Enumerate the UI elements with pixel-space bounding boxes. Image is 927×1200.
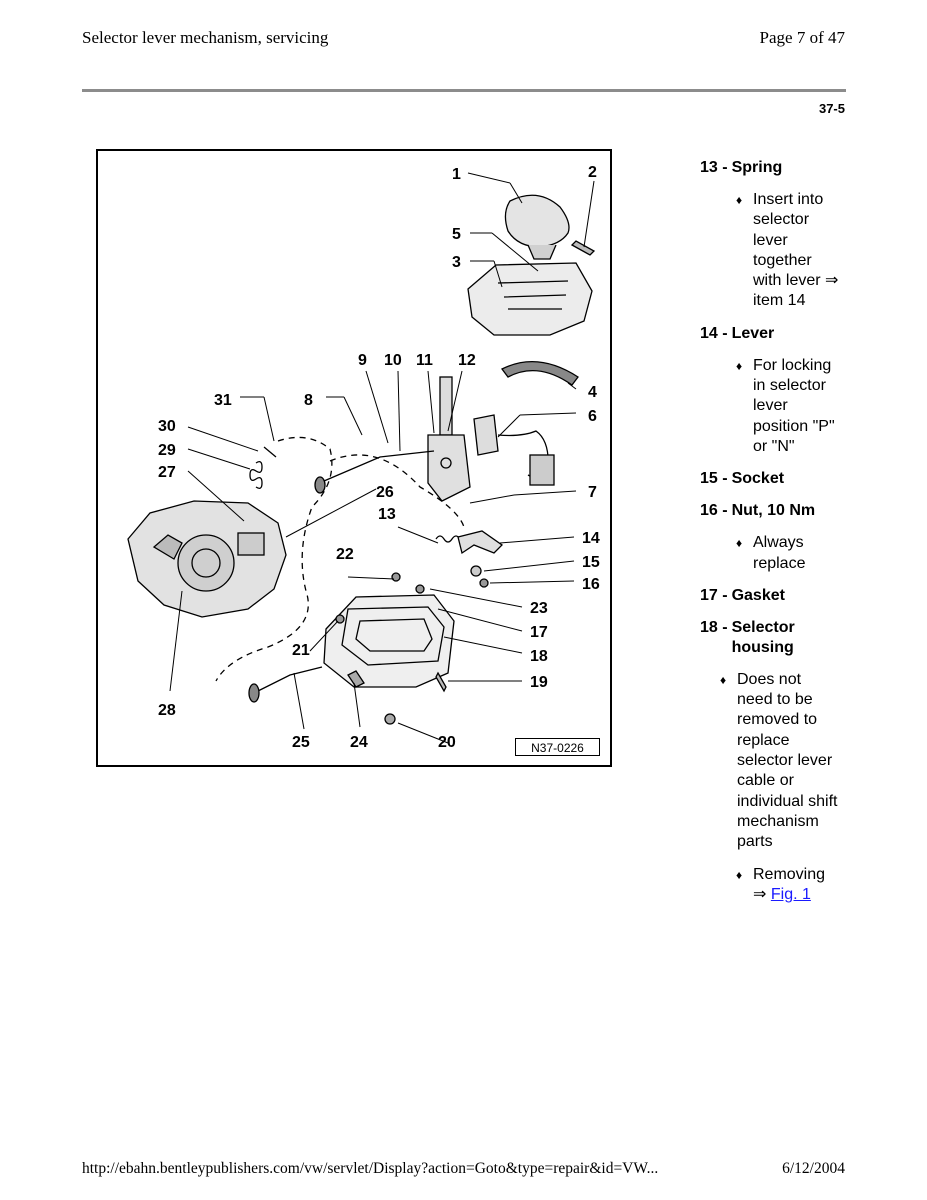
callout-14: 14 <box>582 530 600 547</box>
nut-drawing <box>479 578 489 588</box>
indicator-strip-drawing <box>501 360 579 386</box>
callout-28: 28 <box>158 702 176 719</box>
parts-list: 13 - Spring ♦ Insert into selector lever… <box>700 158 840 917</box>
selector-housing-drawing <box>323 594 455 688</box>
callout-13: 13 <box>378 506 396 523</box>
diamond-bullet-icon: ♦ <box>736 536 743 551</box>
housing-bolt-drawing <box>435 671 447 693</box>
selector-cable-drawing <box>257 666 323 692</box>
callout-9: 9 <box>358 352 367 369</box>
part-18-title: 18 - Selector housing <box>700 618 795 656</box>
diamond-bullet-icon: ♦ <box>736 867 743 882</box>
callout-3: 3 <box>452 254 461 271</box>
callout-17: 17 <box>530 624 548 641</box>
page-number: Page 7 of 47 <box>759 28 845 47</box>
selector-knob-drawing <box>504 194 570 248</box>
part-17-title: 17 - Gasket <box>700 586 785 604</box>
callout-22: 22 <box>336 546 354 563</box>
callout-7: 7 <box>588 484 597 501</box>
diamond-bullet-icon: ♦ <box>736 193 743 207</box>
part-14-note: ♦ For locking in selector lever position… <box>700 356 840 457</box>
footer-date: 6/12/2004 <box>782 1160 845 1177</box>
part-15-title: 15 - Socket <box>700 470 785 488</box>
gasket-drawing <box>341 606 445 666</box>
callout-24: 24 <box>350 734 368 751</box>
part-14-title: 14 - Lever <box>700 324 775 342</box>
spring-drawing <box>435 535 461 543</box>
selector-cover-drawing <box>467 262 593 336</box>
callout-30: 30 <box>158 418 176 435</box>
selector-lever-drawing <box>439 376 453 436</box>
callout-29: 29 <box>158 442 176 459</box>
part-16-note: ♦ Always replace <box>700 533 840 574</box>
socket-drawing <box>470 565 482 577</box>
callout-18: 18 <box>530 648 548 665</box>
callout-2: 2 <box>588 164 597 181</box>
section-number: 37-5 <box>818 101 845 116</box>
diagram-drawing: 1 2 3 4 5 6 7 8 9 10 11 12 13 14 15 16 1… <box>127 164 600 751</box>
arrow-icon: ⇒ <box>753 885 767 903</box>
callout-15: 15 <box>582 554 600 571</box>
housing-nut-drawing <box>384 713 396 725</box>
header-divider <box>82 89 846 92</box>
callout-23: 23 <box>530 600 548 617</box>
callout-27: 27 <box>158 464 176 481</box>
part-18-removing: ♦ Removing ⇒ Fig. 1 <box>700 865 840 906</box>
callout-25: 25 <box>292 734 310 751</box>
part-16-title: 16 - Nut, 10 Nm <box>700 502 816 520</box>
callout-11: 11 <box>416 352 433 369</box>
diamond-bullet-icon: ♦ <box>736 358 743 373</box>
footer-url: http://ebahn.bentleypublishers.com/vw/se… <box>82 1160 659 1177</box>
callout-4: 4 <box>588 384 597 401</box>
arrow-icon: ⇒ <box>825 272 839 290</box>
callout-16: 16 <box>582 576 600 593</box>
part-13-note: ♦ Insert into selector lever together wi… <box>700 190 840 312</box>
callout-12: 12 <box>458 352 476 369</box>
callout-8: 8 <box>304 392 313 409</box>
callout-10: 10 <box>384 352 402 369</box>
exploded-diagram: 1 2 3 4 5 6 7 8 9 10 11 12 13 14 15 16 1… <box>96 149 612 767</box>
callout-6: 6 <box>588 408 597 425</box>
diamond-bullet-icon: ♦ <box>720 672 727 687</box>
callout-19: 19 <box>530 674 548 691</box>
callout-26: 26 <box>376 484 394 501</box>
callout-5: 5 <box>452 226 461 243</box>
lever-drawing <box>457 530 504 555</box>
callout-20: 20 <box>438 734 456 751</box>
figure-id: N37-0226 <box>515 738 600 756</box>
callout-1: 1 <box>452 166 461 183</box>
callout-21: 21 <box>292 642 310 659</box>
part-18-note: ♦ Does not need to be removed to replace… <box>700 670 840 853</box>
bolt-drawing <box>570 240 596 256</box>
fig-1-link[interactable]: Fig. 1 <box>770 885 811 903</box>
document-title: Selector lever mechanism, servicing <box>82 28 329 47</box>
callout-31: 31 <box>214 392 232 409</box>
part-13-title: 13 - Spring <box>700 159 783 176</box>
switch-drawing <box>473 414 499 456</box>
